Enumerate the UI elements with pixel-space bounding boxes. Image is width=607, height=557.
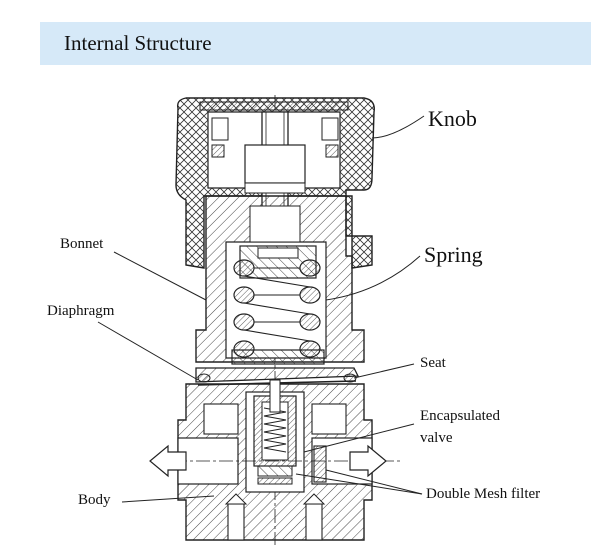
page-title: Internal Structure [64,31,212,55]
label-encapsulated-line1: Encapsulated [420,408,500,424]
double-mesh-filter-part [257,445,327,485]
label-seat: Seat [420,355,447,371]
label-knob: Knob [428,106,477,131]
spring-part [231,245,325,365]
label-bonnet: Bonnet [60,236,104,252]
inlet-arrow-icon [349,444,387,478]
label-double-mesh-filter: Double Mesh filter [426,486,540,502]
label-diaphragm: Diaphragm [47,303,115,319]
label-encapsulated-line2: valve [420,430,453,446]
encapsulated-valve-part [253,379,297,477]
label-body: Body [78,492,111,508]
title-banner: Internal Structure [40,22,591,65]
bonnet-part [195,195,365,363]
label-spring: Spring [424,242,483,267]
leader-lines [97,115,425,503]
outlet-arrow-icon [149,444,187,478]
